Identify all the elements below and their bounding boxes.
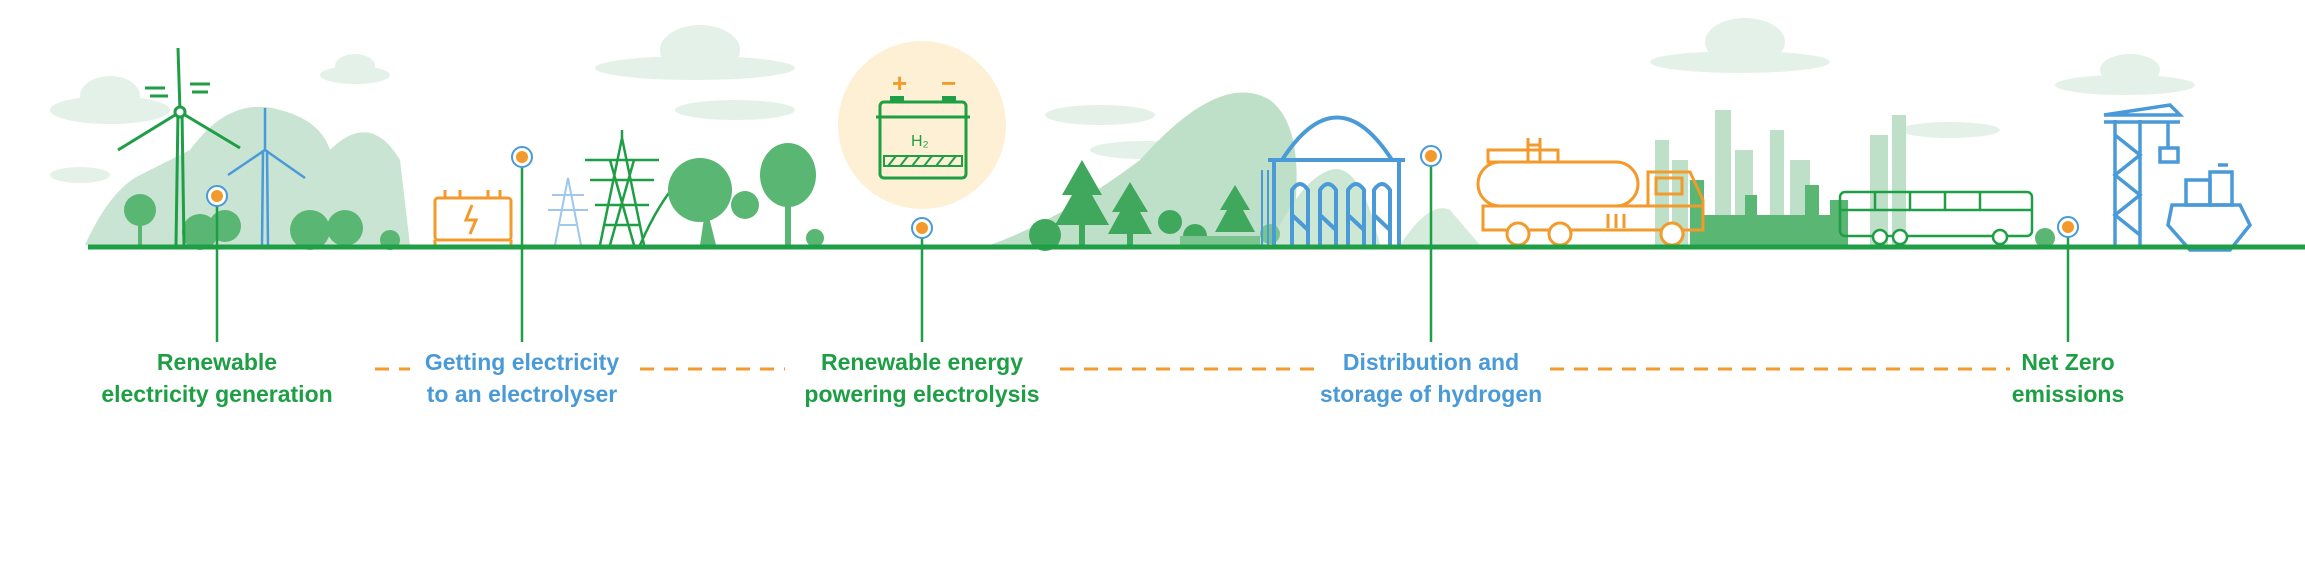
pylon-icon bbox=[548, 177, 588, 246]
stage-label-powering-electrolysis: Renewable energy powering electrolysis bbox=[772, 346, 1072, 410]
stage-label-line1: Getting electricity bbox=[424, 349, 620, 375]
plus-sign: + bbox=[892, 68, 907, 98]
stage-label-line1: Net Zero bbox=[2021, 349, 2115, 375]
wind-turbine-icon bbox=[117, 47, 241, 246]
tree-icon bbox=[2035, 228, 2055, 248]
stage-marker-2 bbox=[511, 146, 533, 342]
minus-sign: − bbox=[941, 68, 956, 98]
stage-label-line2: to an electrolyser bbox=[426, 381, 618, 407]
transformer-icon bbox=[433, 190, 513, 248]
stage-label-distribution-storage: Distribution and storage of hydrogen bbox=[1281, 346, 1581, 410]
tanker-truck-icon bbox=[1476, 138, 1705, 247]
stage-label-line1: Distribution and bbox=[1342, 349, 1520, 375]
stage-marker-4 bbox=[1420, 145, 1442, 342]
stage-label-line2: storage of hydrogen bbox=[1319, 381, 1543, 407]
stage-marker-3 bbox=[911, 217, 933, 342]
battery-icon: + − H₂ bbox=[838, 41, 1006, 209]
background-hills bbox=[85, 92, 1480, 245]
stage-label-line1: Renewable energy bbox=[821, 349, 1023, 375]
bus-icon bbox=[1838, 190, 2034, 246]
stage-label-line2: electricity generation bbox=[101, 381, 333, 407]
city-skyline-icon bbox=[1690, 180, 1848, 245]
tree-icon bbox=[1029, 160, 1255, 251]
stage-marker-5 bbox=[2057, 216, 2079, 342]
ship-icon bbox=[2166, 163, 2253, 252]
ladder-icon bbox=[1261, 170, 1269, 245]
stage-label-renewable-generation: Renewable electricity generation bbox=[67, 346, 367, 410]
stage-marker-1 bbox=[206, 185, 228, 342]
stage-label-getting-electricity: Getting electricity to an electrolyser bbox=[372, 346, 672, 410]
tree-icon bbox=[668, 143, 824, 247]
stage-label-line1: Renewable bbox=[156, 349, 278, 375]
stage-label-line2: emissions bbox=[2011, 381, 2125, 407]
pylon-icon bbox=[585, 130, 681, 246]
wind-turbine-icon bbox=[227, 108, 306, 246]
stage-label-net-zero: Net Zero emissions bbox=[1918, 346, 2218, 410]
hydrogen-symbol: H₂ bbox=[911, 133, 929, 150]
stage-label-line2: powering electrolysis bbox=[804, 381, 1040, 407]
cloud-icon bbox=[50, 18, 2195, 183]
gas-holder-icon bbox=[1268, 115, 1405, 245]
crane-icon bbox=[2103, 103, 2185, 245]
